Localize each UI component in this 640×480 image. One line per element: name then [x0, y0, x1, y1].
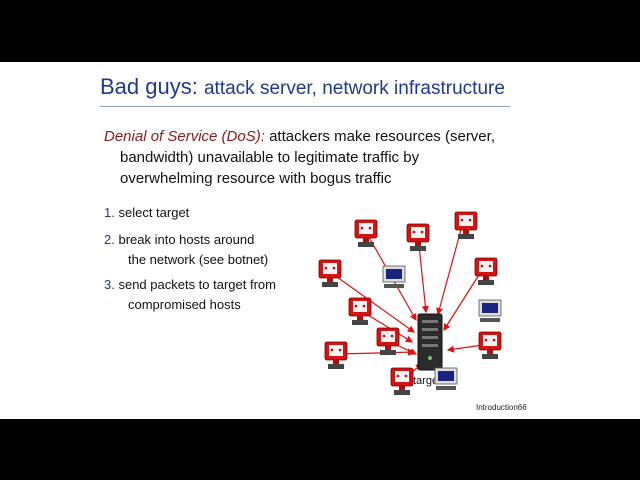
dos-term: Denial of Service (DoS):	[104, 128, 265, 145]
compromised-host-icon	[474, 257, 498, 286]
title-underline	[100, 106, 510, 107]
dos-definition: Denial of Service (DoS): attackers make …	[104, 126, 524, 189]
computer-icon	[382, 265, 406, 289]
title-sub: attack server, network infrastructure	[203, 78, 505, 99]
step-text-cont: the network (see botnet)	[128, 252, 269, 267]
compromised-host-icon	[390, 367, 414, 396]
step-text: break into hosts around	[118, 232, 255, 247]
step-number: 2.	[104, 232, 115, 247]
step-number: 3.	[104, 277, 115, 292]
step-3: 3. send packets to target from compromis…	[104, 275, 276, 315]
step-1: 1. select target	[104, 203, 189, 223]
step-number: 1.	[104, 205, 115, 220]
compromised-host-icon	[354, 219, 378, 248]
step-2: 2. break into hosts around the network (…	[104, 230, 268, 270]
step-text-cont: compromised hosts	[128, 297, 241, 312]
dos-line1: attackers make resources (server,	[269, 128, 495, 145]
dos-line3: overwhelming resource with bogus traffic	[120, 170, 392, 187]
compromised-host-icon	[324, 341, 348, 370]
slide-footer: Introduction66	[476, 403, 527, 412]
compromised-host-icon	[348, 297, 372, 326]
dos-line2: bandwidth) unavailable to legitimate tra…	[120, 149, 420, 166]
dos-attack-diagram: target	[318, 211, 502, 396]
target-label: target	[413, 375, 441, 387]
compromised-host-icon	[406, 223, 430, 252]
computer-icon	[478, 299, 502, 323]
step-text: select target	[118, 205, 190, 220]
compromised-host-icon	[454, 211, 478, 240]
compromised-host-icon	[376, 327, 400, 356]
title-main: Bad guys:	[100, 74, 198, 99]
slide: Bad guys: attack server, network infrast…	[0, 62, 640, 419]
compromised-host-icon	[318, 259, 342, 288]
step-text: send packets to target from	[118, 277, 276, 292]
computer-icon	[434, 367, 458, 391]
server-icon	[417, 313, 443, 371]
slide-title: Bad guys: attack server, network infrast…	[100, 74, 505, 100]
compromised-host-icon	[478, 331, 502, 360]
